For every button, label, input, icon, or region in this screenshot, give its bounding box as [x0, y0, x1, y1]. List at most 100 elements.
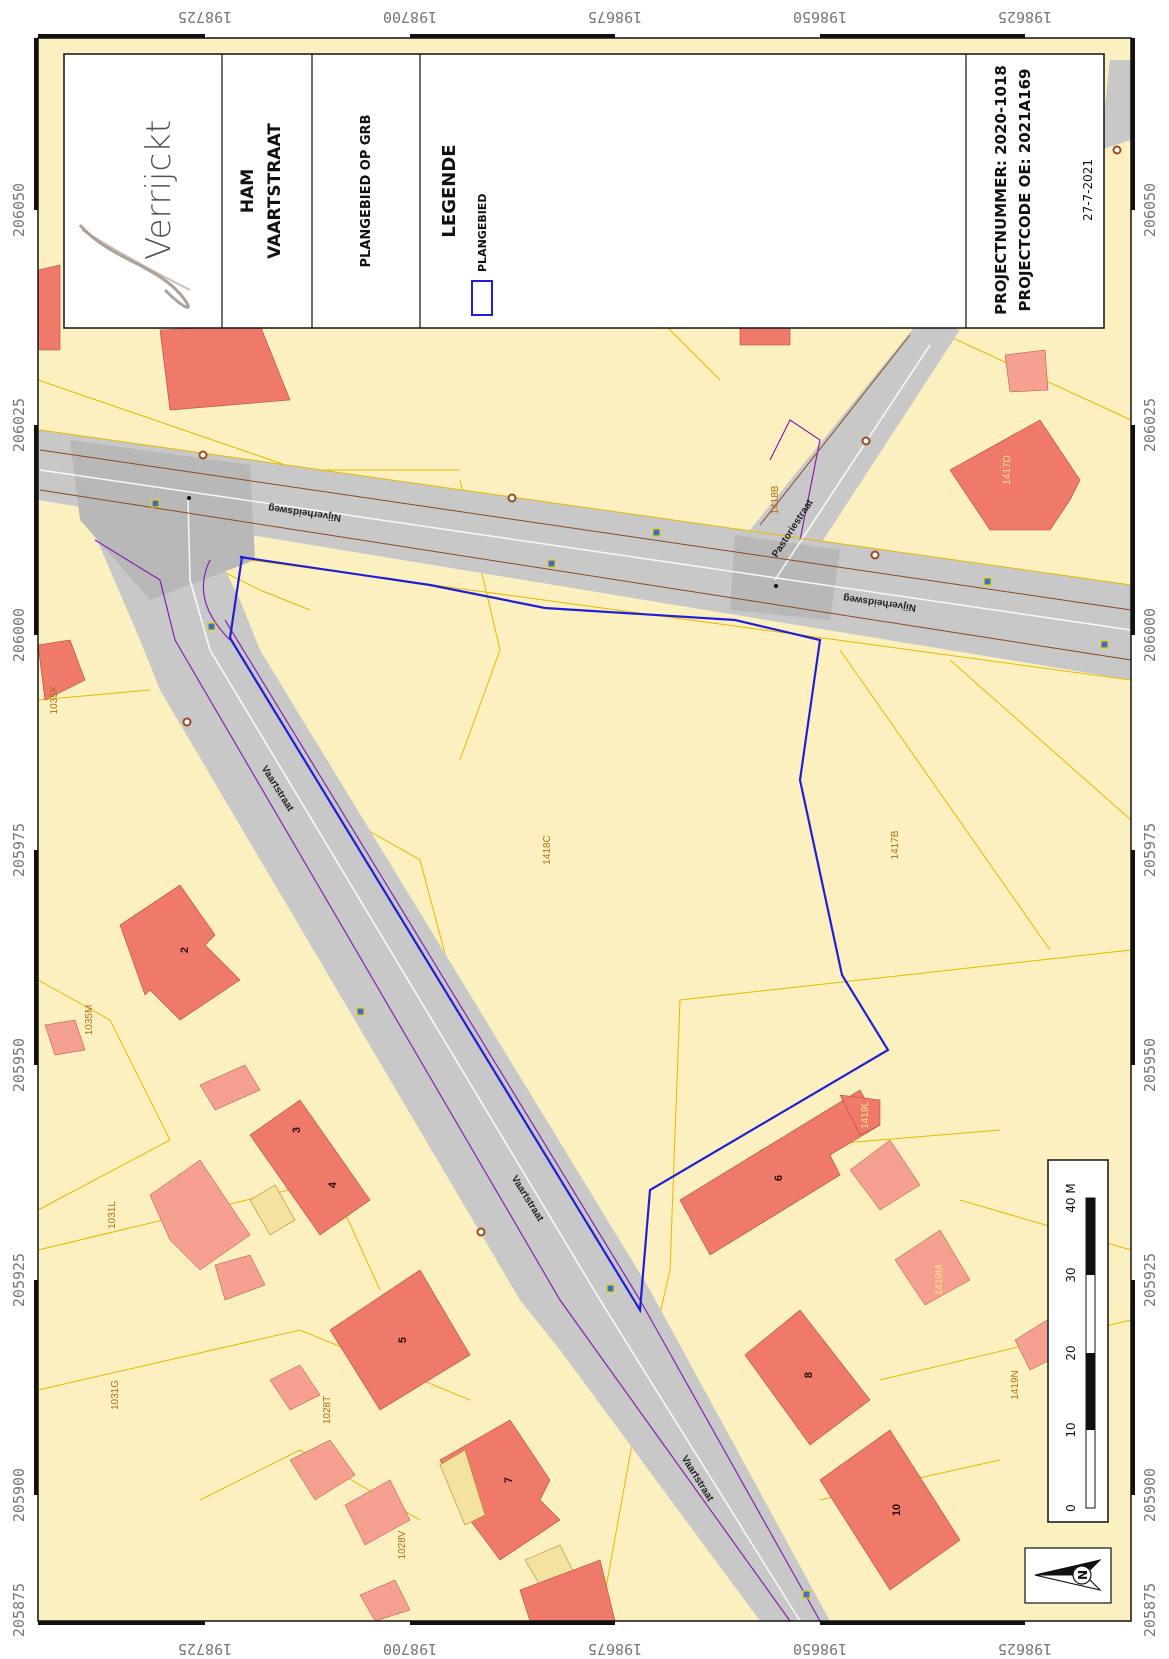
parcel-label: 1419M: [934, 1265, 945, 1296]
scale-tick: 40 M: [1064, 1183, 1078, 1212]
building-8: [744, 1309, 871, 1446]
coord-label-right: 205875: [1141, 1583, 1159, 1637]
coord-label-right: 205900: [1141, 1468, 1159, 1522]
parcel-label: 1028T: [322, 1396, 333, 1424]
building-1419L: [839, 1094, 881, 1136]
coordinate-frame: 198725 198700 198675 198650 198625 19872…: [10, 8, 1159, 1658]
parcel-label: 1419L: [860, 1101, 871, 1129]
scale-tick: 20: [1064, 1345, 1078, 1360]
junction-pastorie: [730, 535, 840, 620]
road-pastoriestraat: [750, 320, 960, 545]
building-5: [329, 1269, 471, 1411]
project-date: 27-7-2021: [1081, 159, 1095, 221]
annex-9: [849, 1139, 921, 1211]
coord-label-left: 205950: [10, 1038, 28, 1092]
building-2: [119, 884, 241, 1021]
coord-label-bottom: 198625: [998, 1640, 1052, 1658]
scale-tick: 10: [1064, 1422, 1078, 1437]
logo-text: Verrijckt: [139, 120, 179, 260]
coord-label-bottom: 198725: [178, 1640, 232, 1658]
coord-label-right: 205975: [1141, 823, 1159, 877]
building-6: [679, 1089, 881, 1256]
building-1417D: [949, 419, 1081, 531]
logo: Verrijckt: [78, 120, 191, 309]
annex-10: [894, 1229, 971, 1306]
coord-label-right: 205925: [1141, 1253, 1159, 1307]
coord-label-left: 205975: [10, 823, 28, 877]
house-numbers: 2 3 4 5 6 7 8 10: [179, 947, 903, 1516]
coord-label-bottom: 198700: [383, 1640, 437, 1658]
house-number: 4: [327, 1181, 339, 1188]
title-location: HAM: [238, 169, 258, 213]
road-vaartstraat: [80, 500, 830, 1621]
shed-2: [439, 1449, 486, 1526]
legend-heading: LEGENDE: [439, 144, 460, 237]
title-subtitle: PLANGEBIED OP GRB: [359, 115, 374, 268]
coord-label-top: 198675: [588, 8, 642, 26]
coord-label-bottom: 198650: [793, 1640, 847, 1658]
road-corner-ne: [1100, 60, 1131, 150]
title-street: VAARTSTRAAT: [265, 123, 285, 259]
parcel-label: 1035K: [49, 685, 60, 714]
house-number: 8: [803, 1372, 815, 1378]
house-number: 2: [179, 947, 191, 953]
junction-north: [70, 440, 255, 600]
parcel-label: 1035M: [84, 1005, 95, 1036]
annex-5: [269, 1364, 321, 1411]
plan-area-outline: [228, 555, 890, 1314]
scale-bar: 0 10 20 30 40 M: [1047, 1159, 1109, 1523]
house-number: 5: [397, 1337, 409, 1343]
scale-tick: 30: [1064, 1267, 1078, 1282]
house-number: 10: [891, 1504, 903, 1516]
building-north-2: [37, 264, 61, 351]
parcel-labels: 1418C 1417B 1417D 1418B 1035K 1035M 1031…: [49, 455, 1021, 1559]
roads: [38, 320, 1132, 1622]
legend-label-plangebied: PLANGEBIED: [476, 194, 489, 272]
parcel-label: 1418B: [770, 485, 781, 514]
project-code: PROJECTCODE OE: 2021A169: [1016, 69, 1034, 312]
building-1035K: [37, 639, 86, 701]
north-label: N: [1076, 1570, 1090, 1580]
coord-label-top: 198625: [998, 8, 1052, 26]
coord-label-left: 205875: [10, 1583, 28, 1637]
north-arrow: N: [1024, 1547, 1112, 1604]
building-10: [819, 1429, 961, 1591]
house-number: 6: [773, 1175, 785, 1181]
annex-4: [214, 1254, 266, 1301]
house-number: 3: [291, 1127, 303, 1133]
coord-label-right: 206025: [1141, 398, 1159, 452]
annex-1: [44, 1019, 86, 1056]
parcel-label: 1031L: [107, 1201, 118, 1229]
coord-label-left: 205900: [10, 1468, 28, 1522]
coord-label-left: 206050: [10, 183, 28, 237]
annex-2: [199, 1064, 261, 1111]
coord-label-right: 206000: [1141, 608, 1159, 662]
parcel-label: 1031G: [110, 1380, 121, 1410]
coord-label-right: 206050: [1141, 183, 1159, 237]
annex-7: [344, 1479, 411, 1546]
parcel-label: 1417B: [890, 830, 901, 859]
legend-swatch-plangebied: [471, 280, 493, 316]
house-number: 7: [503, 1477, 515, 1483]
building-3-4: [249, 1099, 371, 1236]
coord-label-bottom: 198675: [588, 1640, 642, 1658]
annex-6: [289, 1439, 356, 1501]
scale-tick: 0: [1064, 1504, 1078, 1512]
coord-label-left: 206000: [10, 608, 28, 662]
shed-1: [249, 1184, 296, 1236]
coord-label-left: 206025: [10, 398, 28, 452]
buildings: [37, 264, 1081, 1622]
coord-label-top: 198650: [793, 8, 847, 26]
title-block: Verrijckt HAM VAARTSTRAAT PLANGEBIED OP …: [63, 53, 1105, 329]
project-number: PROJECTNUMMER: 2020-1018: [992, 65, 1010, 315]
parcel-label: 1419N: [1010, 1370, 1021, 1399]
annex-8: [359, 1579, 411, 1622]
coord-label-top: 198700: [383, 8, 437, 26]
annex-3: [149, 1159, 251, 1271]
coord-label-left: 205925: [10, 1253, 28, 1307]
building-7: [439, 1419, 561, 1561]
street-markers: [151, 145, 1122, 1599]
parcel-label: 1417D: [1002, 455, 1013, 484]
parcel-label: 1418C: [542, 835, 553, 864]
